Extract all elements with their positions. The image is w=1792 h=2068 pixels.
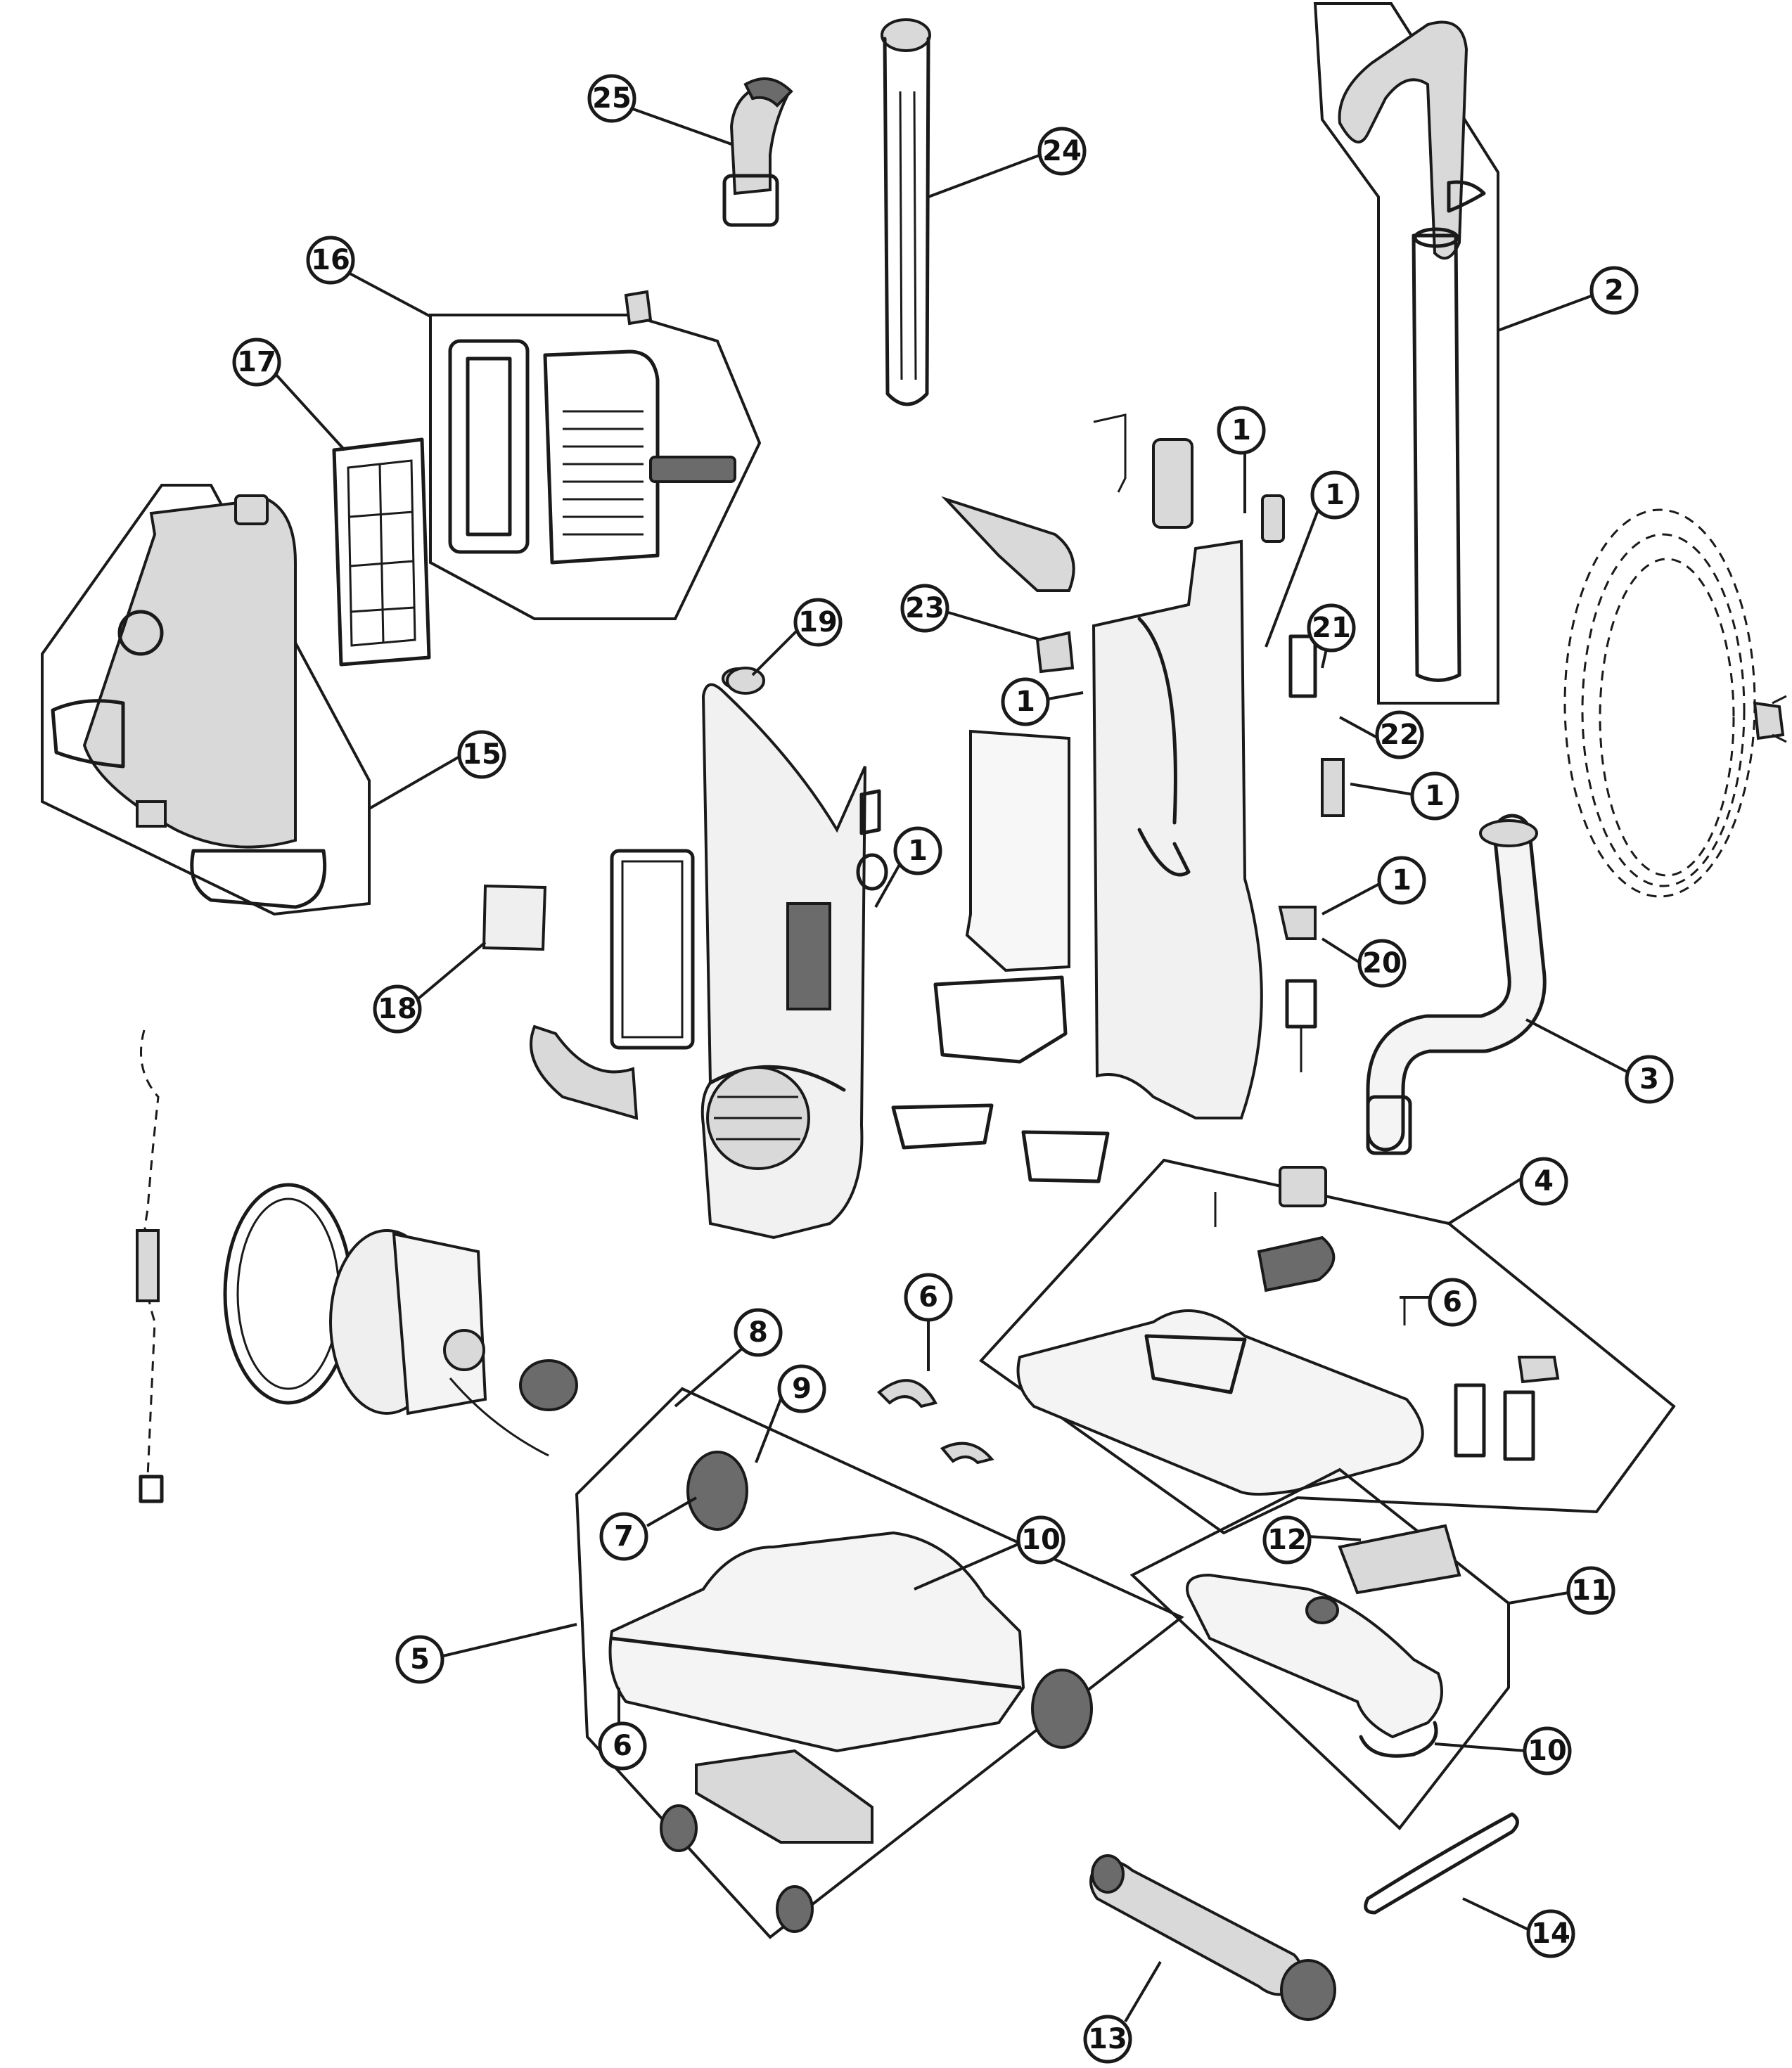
callout-10-brush: 10 [1523,1726,1572,1775]
callout-9: 9 [777,1364,826,1413]
callout-1-right: 1 [1410,771,1459,821]
svg-text:17: 17 [237,346,276,378]
part-nozzle-hood-assembly [978,1158,1676,1535]
svg-text:7: 7 [614,1520,634,1553]
svg-text:15: 15 [462,738,501,771]
callout-6-center: 6 [904,1273,953,1322]
callout-4: 4 [1519,1157,1568,1206]
part-handle-assembly [1313,2,1499,705]
svg-text:24: 24 [1042,135,1082,167]
callout-18: 18 [373,984,422,1034]
part-base-assembly [575,1387,1184,1939]
svg-text:4: 4 [1534,1165,1554,1197]
svg-text:12: 12 [1267,1524,1307,1556]
svg-text:1: 1 [1325,479,1345,511]
callout-12: 12 [1262,1515,1312,1565]
callout-6-hood: 6 [1428,1278,1477,1327]
svg-text:18: 18 [378,993,417,1025]
callout-8: 8 [734,1308,783,1357]
svg-text:6: 6 [919,1281,938,1314]
callout-25: 25 [587,74,636,123]
svg-text:11: 11 [1571,1574,1611,1607]
svg-text:10: 10 [1021,1524,1061,1556]
callout-1-mid-left: 1 [1001,677,1050,726]
svg-text:6: 6 [613,1730,632,1762]
callout-5: 5 [395,1635,444,1684]
part-hose-elbow [722,77,793,227]
svg-text:14: 14 [1531,1918,1570,1950]
svg-text:8: 8 [748,1316,768,1349]
callout-13: 13 [1083,2015,1132,2064]
part-cap [726,667,765,695]
callout-10-base: 10 [1016,1515,1065,1565]
svg-text:22: 22 [1380,719,1419,751]
svg-text:16: 16 [311,244,350,276]
callout-19: 19 [793,598,843,647]
callout-1-top: 1 [1217,406,1266,455]
callout-23: 23 [900,584,949,633]
callout-1-upper-right: 1 [1310,470,1359,520]
svg-text:19: 19 [798,606,838,638]
callout-11: 11 [1566,1566,1615,1615]
part-pleated-filter [332,437,431,667]
part-internal-wiring [136,1029,164,1503]
callout-15: 15 [457,730,506,779]
callout-2: 2 [1589,266,1639,315]
svg-text:1: 1 [1016,686,1035,718]
svg-text:10: 10 [1528,1735,1567,1767]
svg-text:1: 1 [1392,864,1412,897]
part-motor-assembly [223,1183,578,1457]
callout-6-base: 6 [598,1721,647,1771]
svg-text:13: 13 [1088,2023,1127,2055]
leader-lines [273,108,1629,2023]
svg-text:3: 3 [1639,1063,1659,1096]
svg-text:9: 9 [792,1373,812,1405]
svg-text:1: 1 [908,835,928,867]
callout-7: 7 [599,1512,648,1561]
part-dirt-cup-assembly [41,484,371,916]
svg-text:1: 1 [1425,780,1445,812]
svg-text:6: 6 [1442,1286,1462,1318]
callout-17: 17 [232,338,281,387]
svg-text:21: 21 [1312,612,1351,644]
callout-14: 14 [1526,1909,1575,1958]
svg-text:23: 23 [905,592,945,624]
part-rear-housing [891,496,1263,1183]
svg-text:5: 5 [410,1643,430,1676]
callout-22: 22 [1375,710,1424,759]
svg-text:1: 1 [1231,414,1251,447]
part-small-fittings [1035,413,1345,1072]
svg-text:25: 25 [592,82,632,115]
callout-16: 16 [306,236,355,285]
part-filter-door-assembly [429,290,762,620]
part-brushroll-housing [1129,1467,1510,1830]
part-main-body-housing [530,667,888,1240]
part-flexible-hose [1366,814,1547,1155]
part-filter-pad [482,884,547,951]
svg-text:2: 2 [1604,274,1624,307]
part-extension-wand [881,18,931,406]
part-power-cord-coil [1563,508,1787,898]
callout-1-body: 1 [893,826,942,875]
part-brushroll [1089,1854,1336,2021]
callout-3: 3 [1625,1055,1674,1104]
part-drive-belt [1364,1812,1519,1915]
callout-1-lower-right: 1 [1377,856,1426,905]
callout-20: 20 [1357,939,1407,988]
part-bumper-clips [877,1379,994,1465]
callout-21: 21 [1307,603,1356,653]
callout-24: 24 [1037,127,1087,176]
svg-text:20: 20 [1362,947,1402,980]
